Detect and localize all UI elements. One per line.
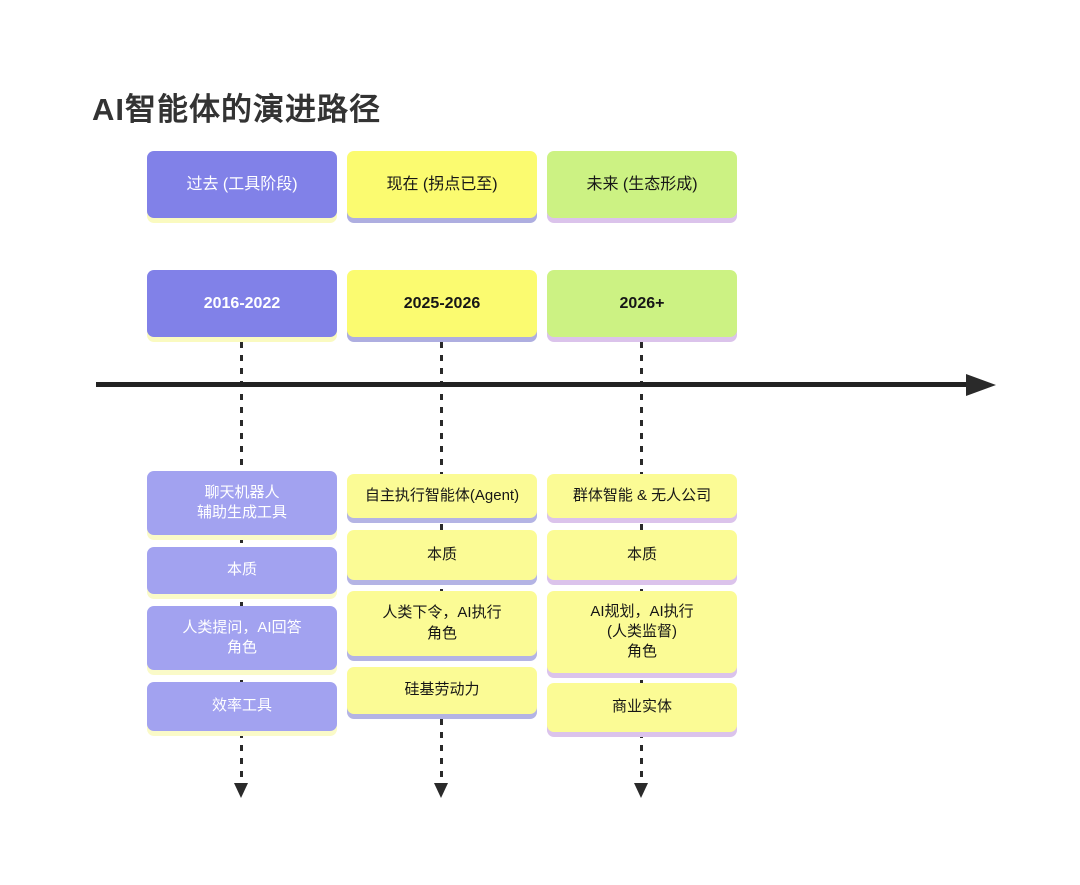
item-line: 群体智能 & 无人公司 bbox=[572, 486, 712, 504]
stage-box-past: 过去 (工具阶段) bbox=[147, 151, 337, 218]
stage-label: 过去 (工具阶段) bbox=[186, 175, 298, 193]
item-box-present-role: 人类下令，AI执行 角色 bbox=[347, 591, 537, 656]
item-box-future-essence: 本质 bbox=[547, 530, 737, 580]
item-box-past-role: 人类提问，AI回答 角色 bbox=[147, 606, 337, 670]
period-box-future: 2026+ bbox=[547, 270, 737, 337]
item-line: 本质 bbox=[626, 545, 657, 563]
timeline-arrow-right-icon bbox=[966, 374, 996, 396]
period-box-past: 2016-2022 bbox=[147, 270, 337, 337]
stage-box-future: 未来 (生态形成) bbox=[547, 151, 737, 218]
item-line: 人类下令，AI执行 bbox=[382, 604, 502, 622]
item-box-future-what: 群体智能 & 无人公司 bbox=[547, 474, 737, 518]
item-box-present-what: 自主执行智能体(Agent) bbox=[347, 474, 537, 518]
item-line: AI规划，AI执行 bbox=[590, 602, 694, 620]
period-label: 2025-2026 bbox=[403, 294, 481, 312]
item-line: 效率工具 bbox=[211, 697, 272, 715]
item-line: 本质 bbox=[226, 561, 257, 579]
item-box-present-essence: 本质 bbox=[347, 530, 537, 580]
item-line: 自主执行智能体(Agent) bbox=[364, 486, 520, 504]
stage-label: 现在 (拐点已至) bbox=[386, 175, 498, 193]
item-line: 角色 bbox=[226, 639, 257, 656]
period-label: 2016-2022 bbox=[203, 294, 281, 312]
column-future-arrow-down-icon bbox=[634, 783, 648, 798]
column-present-arrow-down-icon bbox=[434, 783, 448, 798]
period-box-present: 2025-2026 bbox=[347, 270, 537, 337]
stage-box-present: 现在 (拐点已至) bbox=[347, 151, 537, 218]
item-box-future-nature: 商业实体 bbox=[547, 683, 737, 732]
item-box-past-what: 聊天机器人 辅助生成工具 bbox=[147, 471, 337, 535]
item-line: 硅基劳动力 bbox=[404, 681, 480, 699]
item-line: (人类监督) bbox=[607, 622, 677, 640]
column-past-arrow-down-icon bbox=[234, 783, 248, 798]
item-line: 聊天机器人 bbox=[204, 483, 280, 501]
item-line: 角色 bbox=[426, 624, 457, 642]
item-box-future-role: AI规划，AI执行 (人类监督) 角色 bbox=[547, 591, 737, 673]
stage-label: 未来 (生态形成) bbox=[586, 175, 698, 193]
item-box-past-nature: 效率工具 bbox=[147, 682, 337, 731]
item-line: 本质 bbox=[426, 545, 457, 563]
item-line: 人类提问，AI回答 bbox=[182, 618, 302, 636]
diagram-title: AI智能体的演进路径 bbox=[92, 92, 381, 127]
period-label: 2026+ bbox=[619, 294, 665, 312]
item-line: 商业实体 bbox=[611, 698, 672, 716]
item-box-past-essence: 本质 bbox=[147, 547, 337, 594]
item-box-present-nature: 硅基劳动力 bbox=[347, 667, 537, 714]
timeline-axis bbox=[96, 382, 967, 387]
item-line: 辅助生成工具 bbox=[196, 504, 287, 521]
item-line: 角色 bbox=[626, 643, 657, 661]
